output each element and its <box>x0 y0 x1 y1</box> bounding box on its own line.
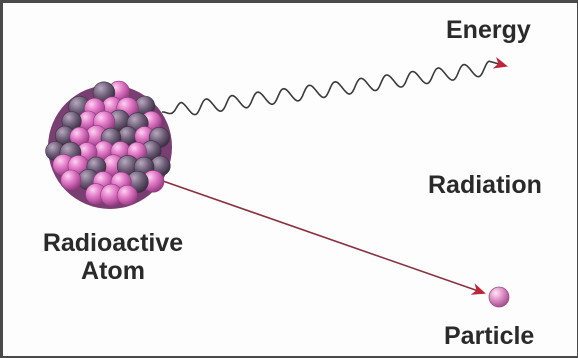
proton <box>61 170 81 190</box>
radioactive-atom-nucleus <box>46 81 172 209</box>
radiation-label: Radiation <box>428 171 542 199</box>
emitted-particle <box>489 287 509 307</box>
atom-label-line1: Radioactive <box>18 229 208 257</box>
energy-label: Energy <box>446 16 531 44</box>
radioactive-atom-label: Radioactive Atom <box>18 229 208 285</box>
energy-wave-arrow <box>162 61 506 114</box>
particle-label: Particle <box>444 322 534 350</box>
atom-label-line2: Atom <box>18 257 208 285</box>
proton <box>117 185 137 205</box>
